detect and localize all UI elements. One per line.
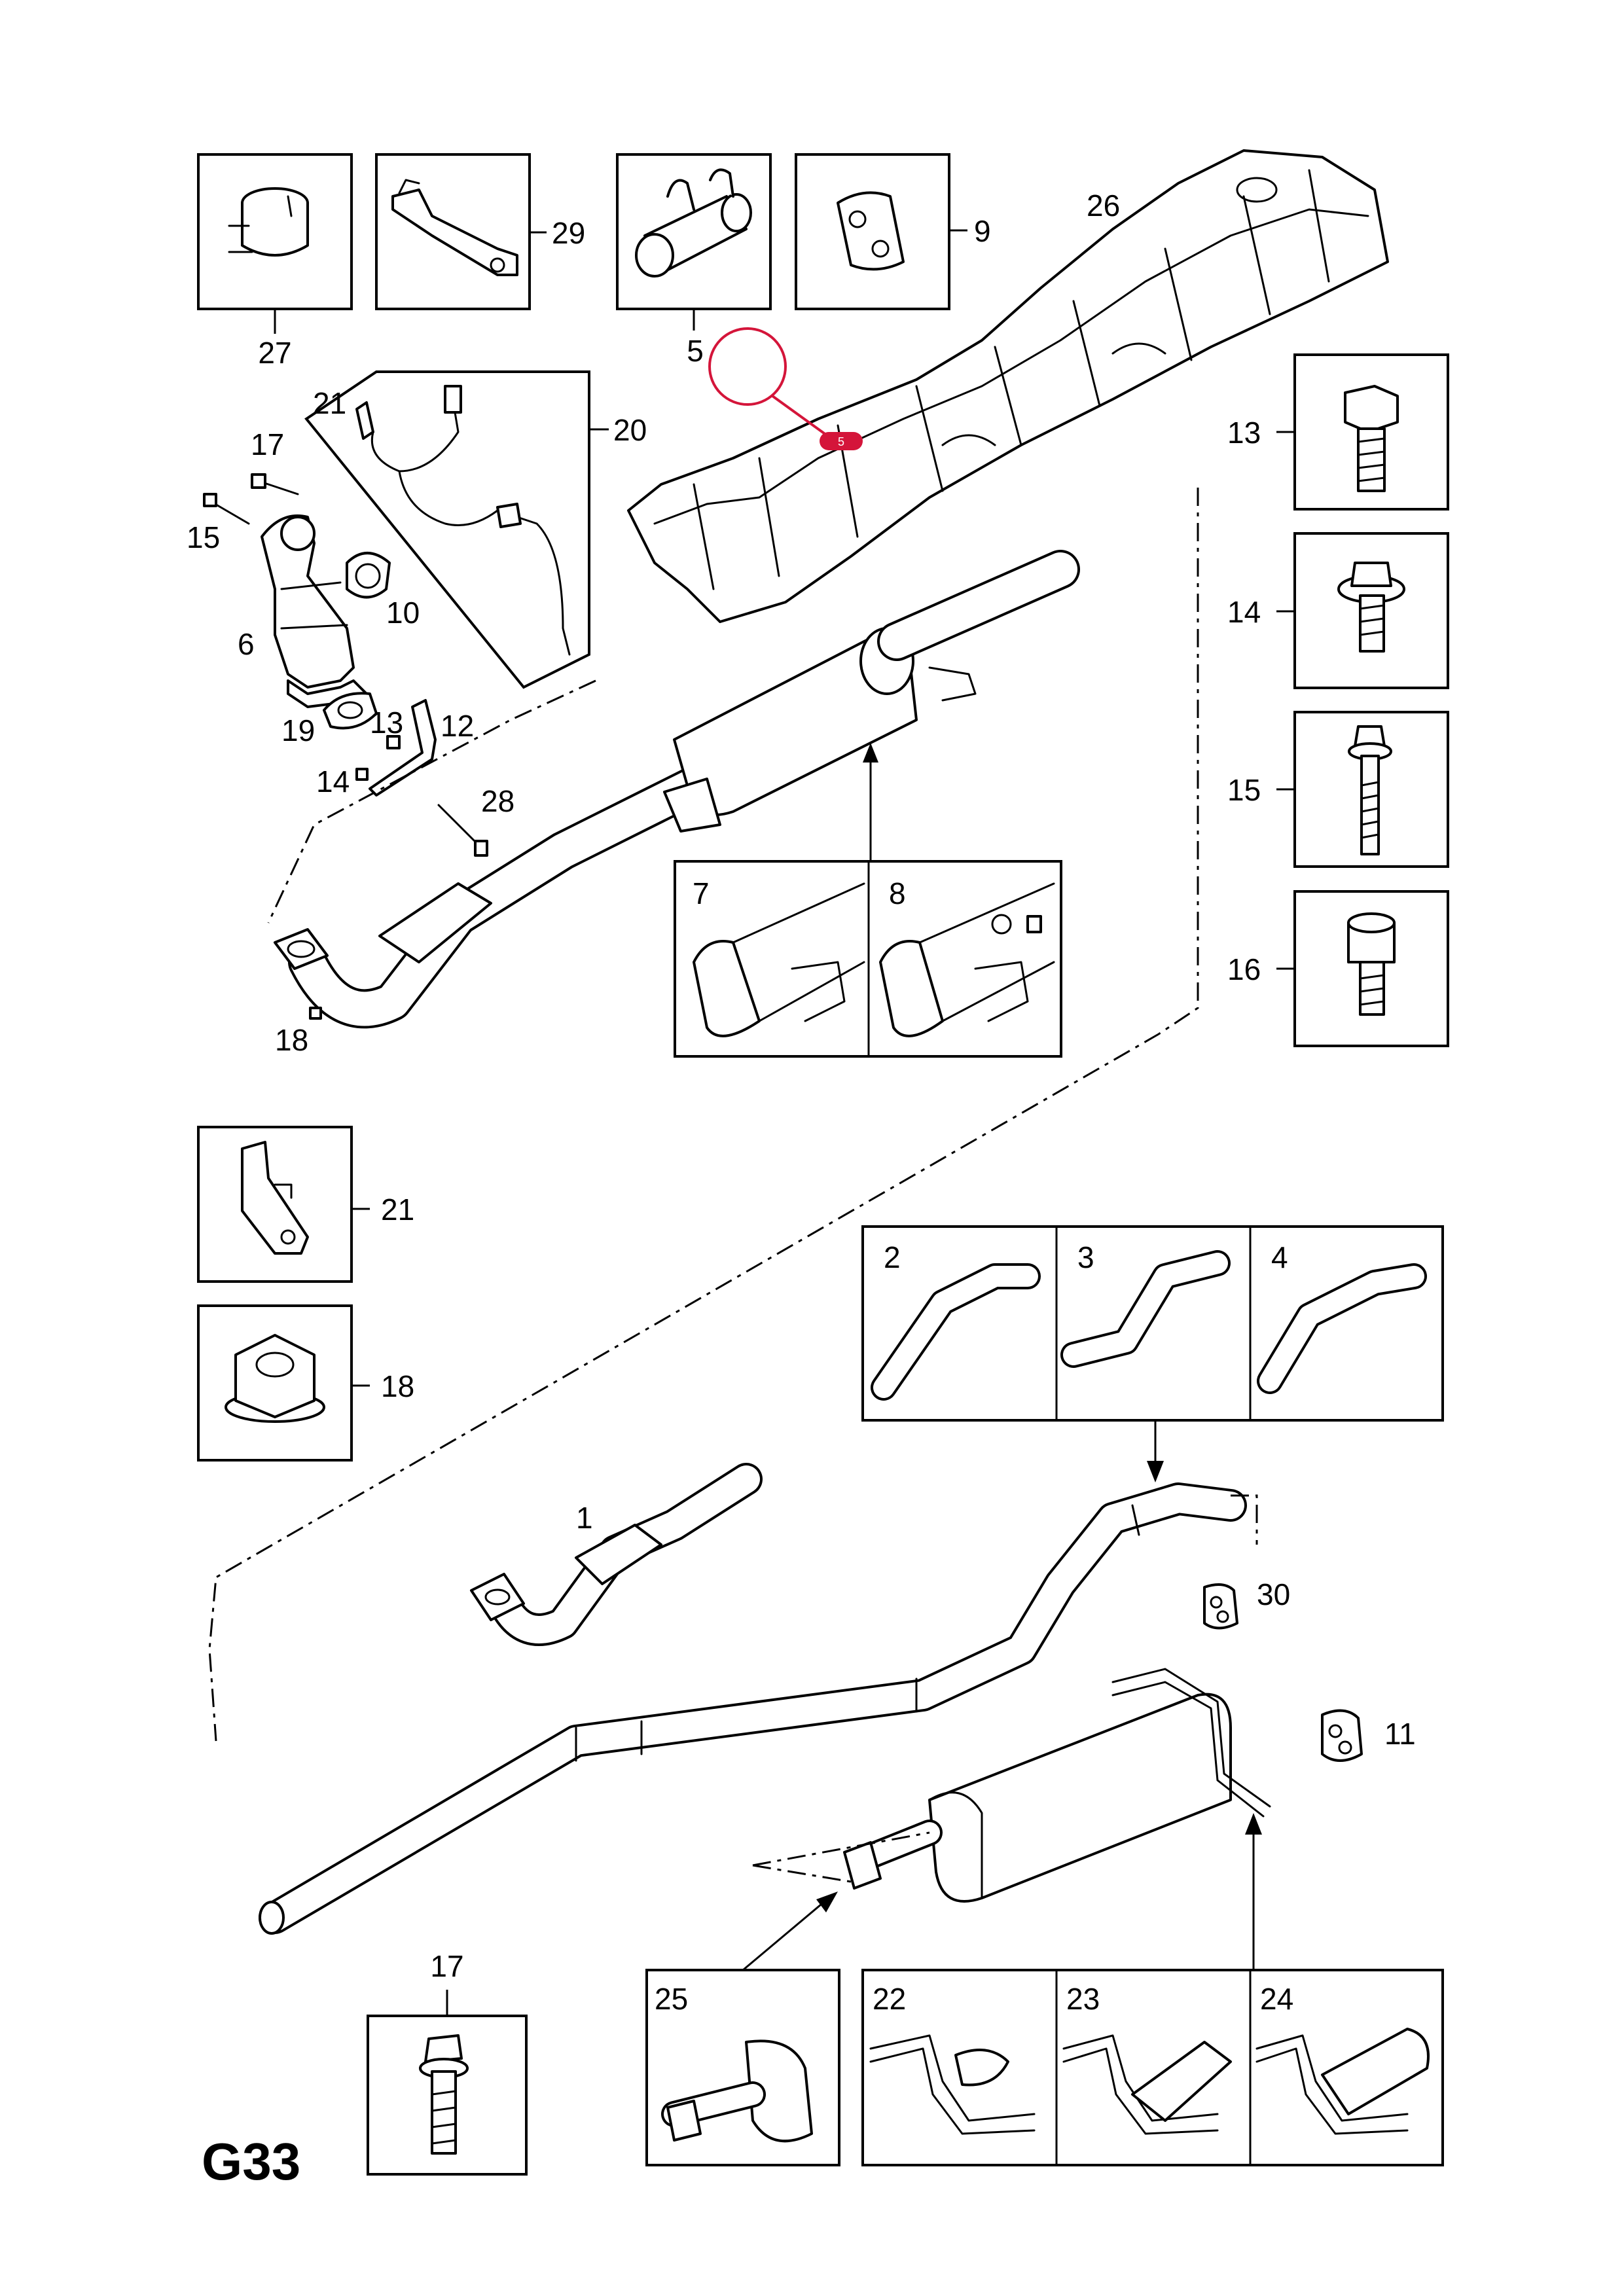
clamp-icon [228,187,309,257]
inset-box-9[interactable]: 9 [795,153,991,310]
callout-23: 23 [1066,1982,1100,2016]
heat-shield-26[interactable] [627,149,1389,623]
callout-27: 27 [258,336,291,370]
rubber-mount-icon [837,191,905,271]
gasket-19[interactable] [323,692,378,730]
callout-2: 2 [884,1240,901,1274]
callout-9: 9 [974,214,991,248]
front-pipe-upper[interactable] [274,759,727,1029]
bolt-15-small[interactable] [203,493,250,525]
callout-19: 19 [281,713,315,747]
inset-box-16[interactable]: 16 [1227,890,1449,1047]
callout-12: 12 [441,709,474,743]
inset-box-27[interactable]: 27 [197,153,353,370]
callout-7: 7 [693,876,710,910]
callout-3: 3 [1077,1240,1094,1274]
sensor-28[interactable] [437,804,488,857]
callout-30: 30 [1257,1577,1290,1611]
callout-1: 1 [576,1501,593,1535]
front-pipe-1[interactable] [470,1463,763,1646]
callout-18-box: 18 [381,1369,414,1403]
callout-18: 18 [275,1023,308,1057]
bracket-icon [391,179,518,276]
callout-13: 13 [370,706,403,740]
callout-28: 28 [481,784,514,818]
callout-5: 5 [687,334,704,368]
callout-10: 10 [386,596,420,630]
callout-26: 26 [1087,188,1120,223]
highlight-marker[interactable]: 5 [708,327,863,450]
gasket-10[interactable] [346,552,391,599]
intermediate-pipe[interactable] [259,1482,1247,1935]
callout-17: 17 [251,427,284,461]
inset-box-13[interactable]: 13 [1227,353,1449,511]
callout-11: 11 [1384,1717,1416,1751]
callout-29: 29 [552,216,585,250]
tailpipe-variant-23-icon [1062,2034,1232,2135]
flange-bolt-icon [1337,562,1405,653]
callout-24: 24 [1260,1982,1293,2016]
bracket-21-icon [241,1141,309,1255]
callout-21: 21 [381,1193,414,1227]
flange-bolt-17-icon [419,2034,469,2155]
callout-8: 8 [889,876,906,910]
rubber-mount-11[interactable] [1321,1709,1363,1762]
inset-box-29[interactable]: 29 [375,153,585,310]
callout-14-box: 14 [1227,595,1261,629]
callout-20: 20 [613,413,647,447]
callout-21b: 21 [313,386,346,420]
callout-22: 22 [873,1982,906,2016]
inset-box-15[interactable]: 15 [1227,711,1449,868]
bolt-14-small[interactable] [355,768,369,781]
inset-box-7-8[interactable]: 7 8 [674,860,1062,1058]
flange-nut-icon [225,1334,325,1423]
inset-box-21[interactable]: 21 [197,1126,414,1283]
muffler-variant-8-icon [879,882,1055,1037]
rear-pipe-connection-icon [661,2039,813,2143]
callout-16: 16 [1227,952,1261,986]
oxygen-sensor-icon [355,385,571,656]
callout-4: 4 [1271,1240,1288,1274]
inset-box-25[interactable]: 25 [645,1969,840,2166]
callout-17-box: 17 [430,1949,463,1983]
inset-box-22-23-24[interactable]: 22 23 24 [861,1969,1444,2166]
inset-box-18[interactable]: 18 [197,1304,414,1462]
rubber-mount-30[interactable] [1203,1583,1238,1630]
callout-14: 14 [316,764,350,798]
highlight-badge-text: 5 [838,435,844,448]
inset-box-14[interactable]: 14 [1227,532,1449,689]
hex-bolt-icon [1344,385,1399,492]
tailpipe-variant-24-icon [1255,2028,1430,2135]
callout-6: 6 [238,627,255,661]
callout-15: 15 [187,520,220,554]
callout-15-box: 15 [1227,773,1261,807]
inset-box-2-3-4[interactable]: 2 3 4 [861,1225,1444,1422]
inset-box-5[interactable]: 5 [616,153,772,368]
bolt-17-small[interactable] [251,473,299,495]
tailpipe-variant-22-icon [869,2034,1036,2135]
nut-18-small [309,1007,322,1020]
inset-box-17[interactable]: 17 [367,1949,528,2176]
callout-25: 25 [655,1982,688,2016]
bolt-13-small[interactable] [386,735,401,749]
diagram-code-label: G33 [202,2132,300,2191]
inset-box-20[interactable]: 21 20 [304,370,647,689]
catalytic-converter-6[interactable] [261,514,368,708]
callout-13-box: 13 [1227,416,1261,450]
socket-bolt-icon [1347,912,1396,1016]
pipe-clamp-icon [635,168,752,278]
centre-muffler[interactable] [663,550,1080,833]
long-bolt-icon [1348,725,1392,855]
muffler-variant-7-icon [693,882,865,1037]
highlight-badge [820,432,863,450]
